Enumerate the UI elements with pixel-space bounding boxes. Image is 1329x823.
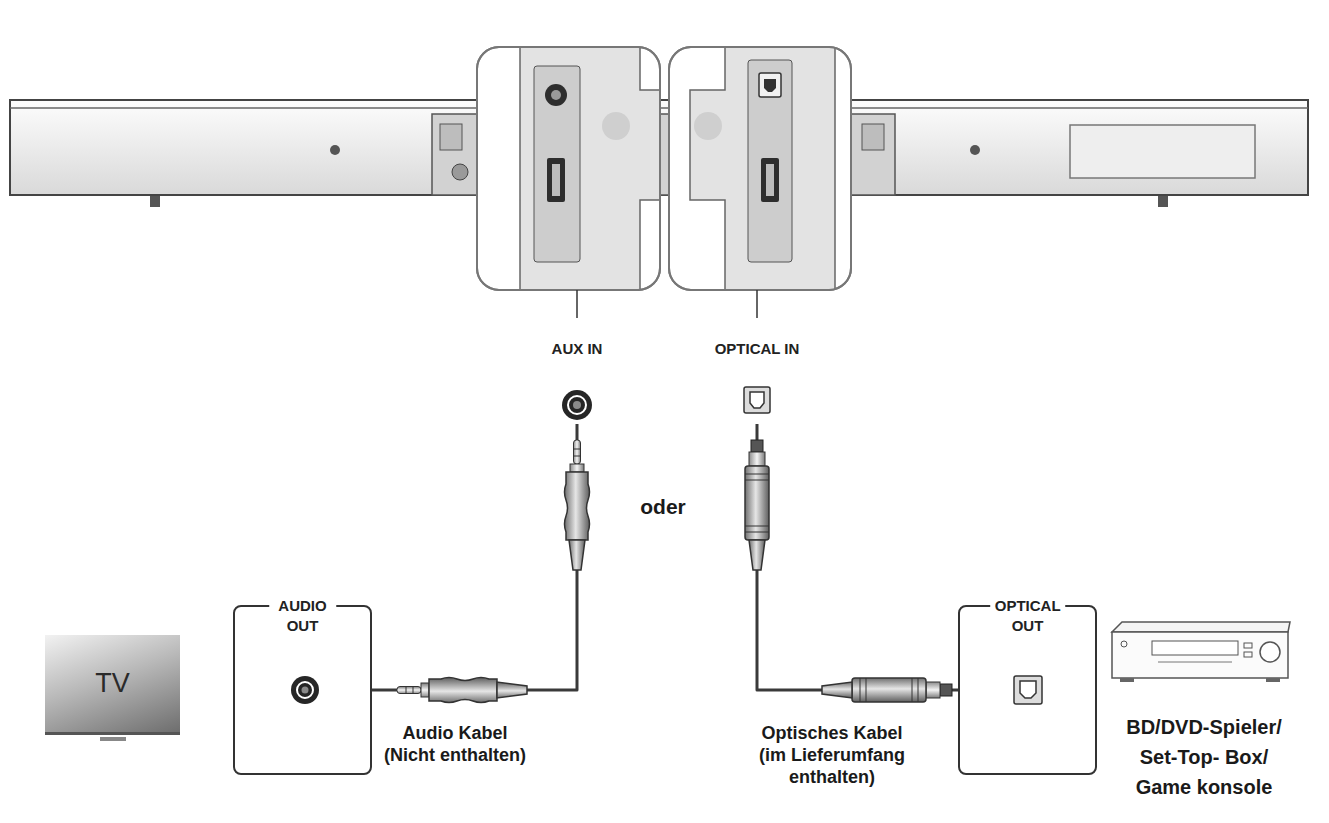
player-foot — [1120, 678, 1134, 682]
leader-line — [756, 290, 758, 318]
or-label: oder — [613, 494, 713, 520]
cable-label: Optisches Kabel (im Lieferumfang enthalt… — [754, 722, 910, 788]
cable — [372, 424, 577, 690]
optical-socket — [759, 73, 781, 97]
cable-label: Audio Kabel (Nicht enthalten) — [377, 722, 533, 766]
device-label: BD/DVD-Spieler/ Set-Top- Box/ Game konso… — [1116, 712, 1292, 802]
inset-frame — [669, 47, 851, 290]
node-text: AUX IN — [527, 338, 627, 357]
disc-player — [1112, 622, 1290, 682]
screw — [330, 145, 340, 155]
node-text: OPTICAL IN — [707, 338, 807, 357]
jack-symbol — [562, 390, 592, 420]
inset-frame — [669, 47, 851, 290]
node-text: TV — [95, 668, 130, 699]
tv-stand — [100, 737, 126, 741]
cable — [757, 424, 958, 690]
aux-socket — [545, 84, 567, 106]
node-text: OPTICAL OUT — [990, 596, 1066, 636]
jack-plug — [397, 678, 527, 703]
optical-symbol-core — [1020, 681, 1036, 698]
inset-frame — [477, 47, 660, 290]
disc-tray — [1152, 641, 1238, 655]
player-button — [1244, 643, 1252, 648]
node-text: AUDIO OUT — [269, 596, 337, 636]
hdmi-contact — [552, 164, 560, 196]
leader-line — [576, 290, 578, 318]
jack-plug — [565, 440, 590, 570]
panel-line — [1158, 662, 1232, 663]
port-panel — [690, 47, 835, 290]
tv-screen: TV — [45, 635, 180, 735]
panel-dot — [602, 112, 630, 140]
power-socket — [452, 164, 468, 180]
optical-symbol-core — [750, 392, 764, 408]
hdmi-socket — [547, 158, 565, 202]
player-knob — [1260, 642, 1280, 662]
aux-socket-core — [551, 90, 561, 100]
jack-symbol-ring — [297, 682, 313, 698]
jack-symbol-core — [573, 401, 581, 409]
player-button — [1244, 652, 1252, 657]
display-window — [1070, 125, 1255, 178]
port-label: OPTICAL IN — [707, 338, 807, 424]
player-button — [1121, 641, 1127, 647]
player-foot — [1266, 678, 1280, 682]
panel-dot — [694, 112, 722, 140]
jack-symbol — [291, 676, 319, 704]
zoom-inset — [477, 47, 665, 290]
player-top — [1112, 622, 1290, 632]
output-box: AUDIO OUT — [233, 605, 372, 775]
output-box: OPTICAL OUT — [958, 605, 1097, 775]
port-panel — [520, 47, 660, 290]
optical-plug — [745, 440, 769, 570]
screw — [970, 145, 980, 155]
cable-group — [372, 424, 958, 690]
optical-socket-core — [764, 79, 776, 92]
zoom-inset — [669, 47, 851, 290]
connector-block — [440, 124, 462, 150]
port-label: AUX IN — [527, 338, 627, 424]
player-front — [1112, 632, 1288, 678]
connector-block — [862, 124, 884, 150]
port-strip — [748, 60, 792, 262]
optical-symbol — [1014, 676, 1042, 704]
jack-symbol-ring — [568, 396, 586, 414]
hdmi-contact — [766, 164, 774, 196]
jack-symbol-core — [302, 687, 309, 694]
port-strip — [534, 66, 580, 262]
optical-symbol — [744, 387, 770, 413]
optical-plug — [822, 678, 952, 702]
hdmi-socket — [761, 158, 779, 202]
